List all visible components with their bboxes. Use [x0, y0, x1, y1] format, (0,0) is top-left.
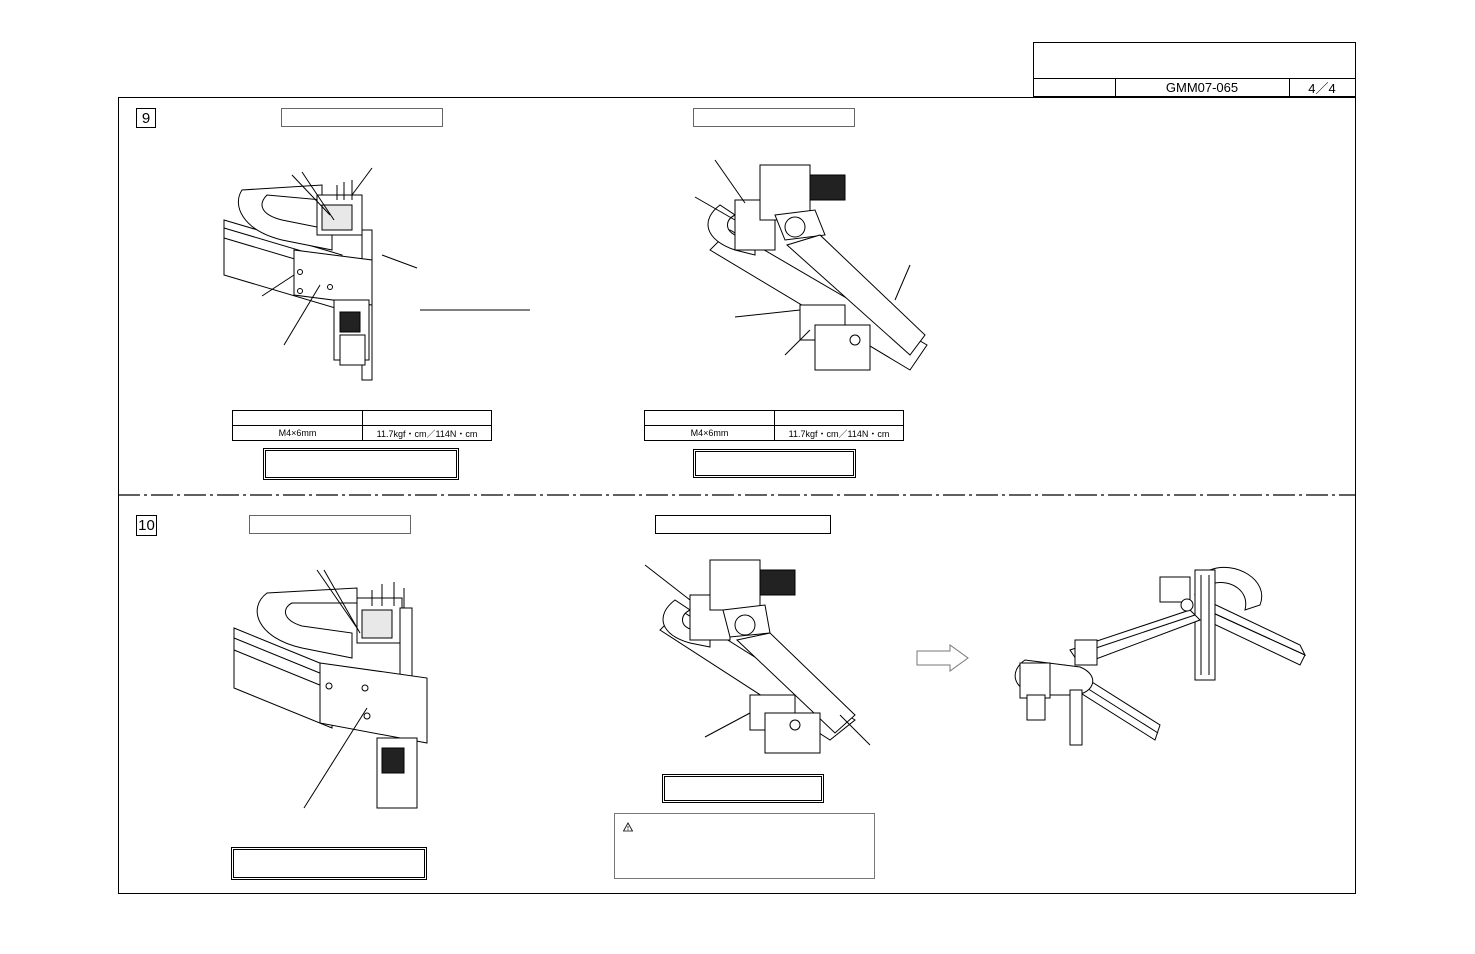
- step-10-left-caption-box: [231, 847, 427, 880]
- step-9-left-caption-box: [263, 448, 459, 480]
- spec-header-cell: [774, 410, 904, 426]
- title-block-row: GMM07-065 4／4: [1034, 78, 1355, 96]
- spec-header-cell: [232, 410, 363, 426]
- step-9-left-spec-table: M4×6mm 11.7kgf・cm／114N・cm: [232, 410, 492, 441]
- step-9-left-drawing: [223, 167, 530, 381]
- warning-triangle-icon: [622, 822, 634, 832]
- spec-torque: 11.7kgf・cm／114N・cm: [774, 425, 904, 441]
- step-10-middle-drawing: [644, 559, 871, 754]
- step-10-left-label: [249, 515, 411, 534]
- page-number: 4／4: [1308, 81, 1336, 96]
- final-assembly-drawing: [1014, 566, 1307, 746]
- step-9-right-spec-table: M4×6mm 11.7kgf・cm／114N・cm: [644, 410, 904, 441]
- spec-header-row: [232, 410, 492, 426]
- title-block-cell-blank: [1034, 79, 1116, 96]
- spec-header-row: [644, 410, 904, 426]
- step-10-middle-label: [655, 515, 831, 534]
- section-divider: [118, 494, 1356, 496]
- arrow-right-icon: [916, 644, 969, 672]
- spec-header-cell: [362, 410, 492, 426]
- spec-header-cell: [644, 410, 775, 426]
- spec-value-row: M4×6mm 11.7kgf・cm／114N・cm: [232, 425, 492, 441]
- step-number-10: 10: [136, 515, 157, 536]
- step-9-right-drawing: [694, 159, 928, 371]
- step-10-middle-caption-box: [662, 774, 824, 803]
- step-number-9: 9: [136, 108, 156, 128]
- spec-size: M4×6mm: [644, 425, 775, 441]
- spec-size: M4×6mm: [232, 425, 363, 441]
- step-10-left-drawing: [233, 569, 428, 809]
- step-9-right-caption-box: [693, 449, 856, 478]
- doc-number: GMM07-065: [1115, 79, 1290, 96]
- spec-value-row: M4×6mm 11.7kgf・cm／114N・cm: [644, 425, 904, 441]
- spec-torque: 11.7kgf・cm／114N・cm: [362, 425, 492, 441]
- title-block: GMM07-065 4／4: [1033, 42, 1356, 97]
- step-9-right-label: [693, 108, 855, 127]
- caution-note: [614, 813, 875, 879]
- step-9-left-label: [281, 108, 443, 127]
